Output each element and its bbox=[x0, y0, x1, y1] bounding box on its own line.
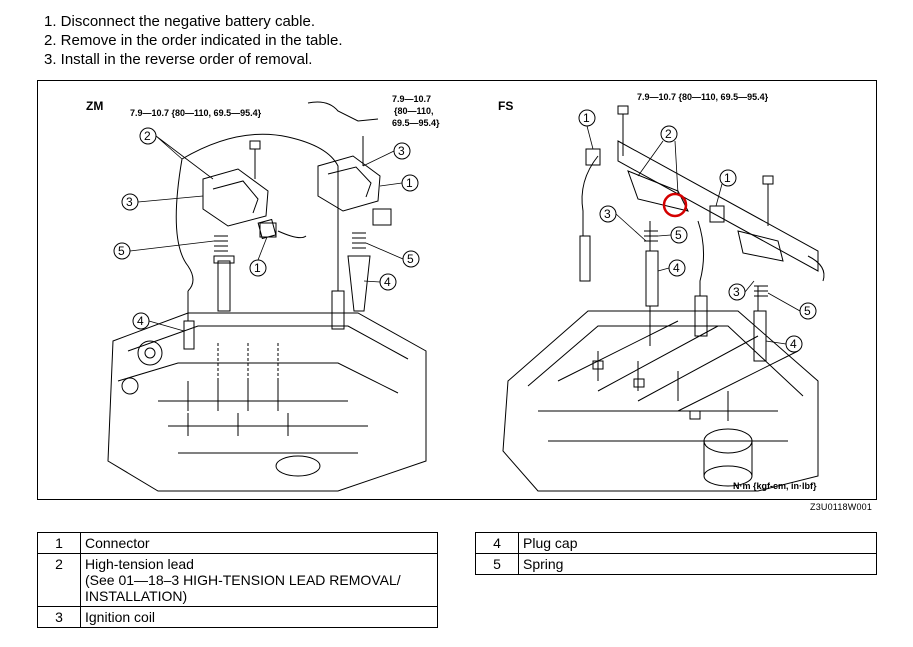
svg-text:1: 1 bbox=[583, 111, 590, 125]
exploded-diagram-frame: ZM 7.9—10.7 {80—110, 69.5—95.4} 7.9—10.7… bbox=[37, 80, 877, 500]
fs-torque: 7.9—10.7 {80—110, 69.5—95.4} bbox=[637, 92, 769, 102]
instruction-step-2: 2. Remove in the order indicated in the … bbox=[44, 32, 343, 49]
svg-text:5: 5 bbox=[675, 228, 682, 242]
svg-text:4: 4 bbox=[673, 261, 680, 275]
fs-callouts: 1 2 1 3 5 4 3 5 4 bbox=[578, 109, 817, 353]
part-name: Spring bbox=[518, 553, 877, 575]
svg-text:5: 5 bbox=[804, 304, 811, 318]
part-name: Ignition coil bbox=[80, 606, 438, 628]
part-reference-cont: INSTALLATION) bbox=[85, 588, 188, 604]
svg-text:3: 3 bbox=[126, 195, 133, 209]
part-reference: (See 01—18–3 HIGH-TENSION LEAD REMOVAL/ bbox=[85, 572, 401, 588]
svg-text:1: 1 bbox=[406, 176, 413, 190]
zm-leader-lines bbox=[129, 135, 404, 332]
table-row: 2 High-tension lead (See 01—18–3 HIGH-TE… bbox=[37, 553, 438, 607]
part-number: 3 bbox=[37, 606, 81, 628]
svg-text:5: 5 bbox=[407, 252, 414, 266]
part-name: High-tension lead bbox=[85, 556, 194, 572]
table-row: 5 Spring bbox=[475, 553, 877, 575]
part-number: 1 bbox=[37, 532, 81, 554]
svg-text:3: 3 bbox=[604, 207, 611, 221]
figure-code: Z3U0118W001 bbox=[810, 502, 873, 512]
part-number: 2 bbox=[37, 553, 81, 607]
units-note: N·m {kgf-cm, in·lbf} bbox=[733, 481, 817, 491]
table-row: 4 Plug cap bbox=[475, 532, 877, 554]
parts-table-right: 4 Plug cap 5 Spring bbox=[475, 532, 877, 575]
zm-torque-right-2: {80—110, bbox=[394, 106, 434, 116]
instruction-list: 1. Disconnect the negative battery cable… bbox=[44, 12, 343, 69]
zm-callouts: 2 3 5 4 1 3 1 5 4 bbox=[113, 127, 420, 330]
svg-text:4: 4 bbox=[790, 337, 797, 351]
fs-label: FS bbox=[498, 99, 513, 113]
zm-engine-sketch bbox=[107, 101, 427, 492]
part-name: Connector bbox=[80, 532, 438, 554]
svg-text:3: 3 bbox=[733, 285, 740, 299]
table-row: 3 Ignition coil bbox=[37, 606, 438, 628]
svg-text:2: 2 bbox=[144, 129, 151, 143]
svg-text:4: 4 bbox=[384, 275, 391, 289]
svg-text:4: 4 bbox=[137, 314, 144, 328]
zm-torque-right-3: 69.5—95.4} bbox=[392, 118, 440, 128]
instruction-step-1: 1. Disconnect the negative battery cable… bbox=[44, 13, 315, 30]
svg-text:2: 2 bbox=[665, 127, 672, 141]
part-number: 4 bbox=[475, 532, 519, 554]
part-name-cell: High-tension lead (See 01—18–3 HIGH-TENS… bbox=[80, 553, 438, 607]
exploded-diagram: ZM 7.9—10.7 {80—110, 69.5—95.4} 7.9—10.7… bbox=[86, 92, 825, 492]
zm-torque-main: 7.9—10.7 {80—110, 69.5—95.4} bbox=[130, 108, 262, 118]
svg-text:3: 3 bbox=[398, 144, 405, 158]
table-row: 1 Connector bbox=[37, 532, 438, 554]
parts-table-left: 1 Connector 2 High-tension lead (See 01—… bbox=[37, 532, 438, 628]
svg-text:5: 5 bbox=[118, 244, 125, 258]
instruction-step-3: 3. Install in the reverse order of remov… bbox=[44, 51, 313, 68]
fs-leader-lines bbox=[586, 125, 801, 345]
fs-engine-sketch bbox=[502, 105, 825, 492]
zm-torque-right-1: 7.9—10.7 bbox=[392, 94, 431, 104]
svg-text:1: 1 bbox=[254, 261, 261, 275]
zm-label: ZM bbox=[86, 99, 103, 113]
part-name: Plug cap bbox=[518, 532, 877, 554]
part-number: 5 bbox=[475, 553, 519, 575]
highlight-circle bbox=[662, 192, 688, 218]
svg-text:1: 1 bbox=[724, 171, 731, 185]
